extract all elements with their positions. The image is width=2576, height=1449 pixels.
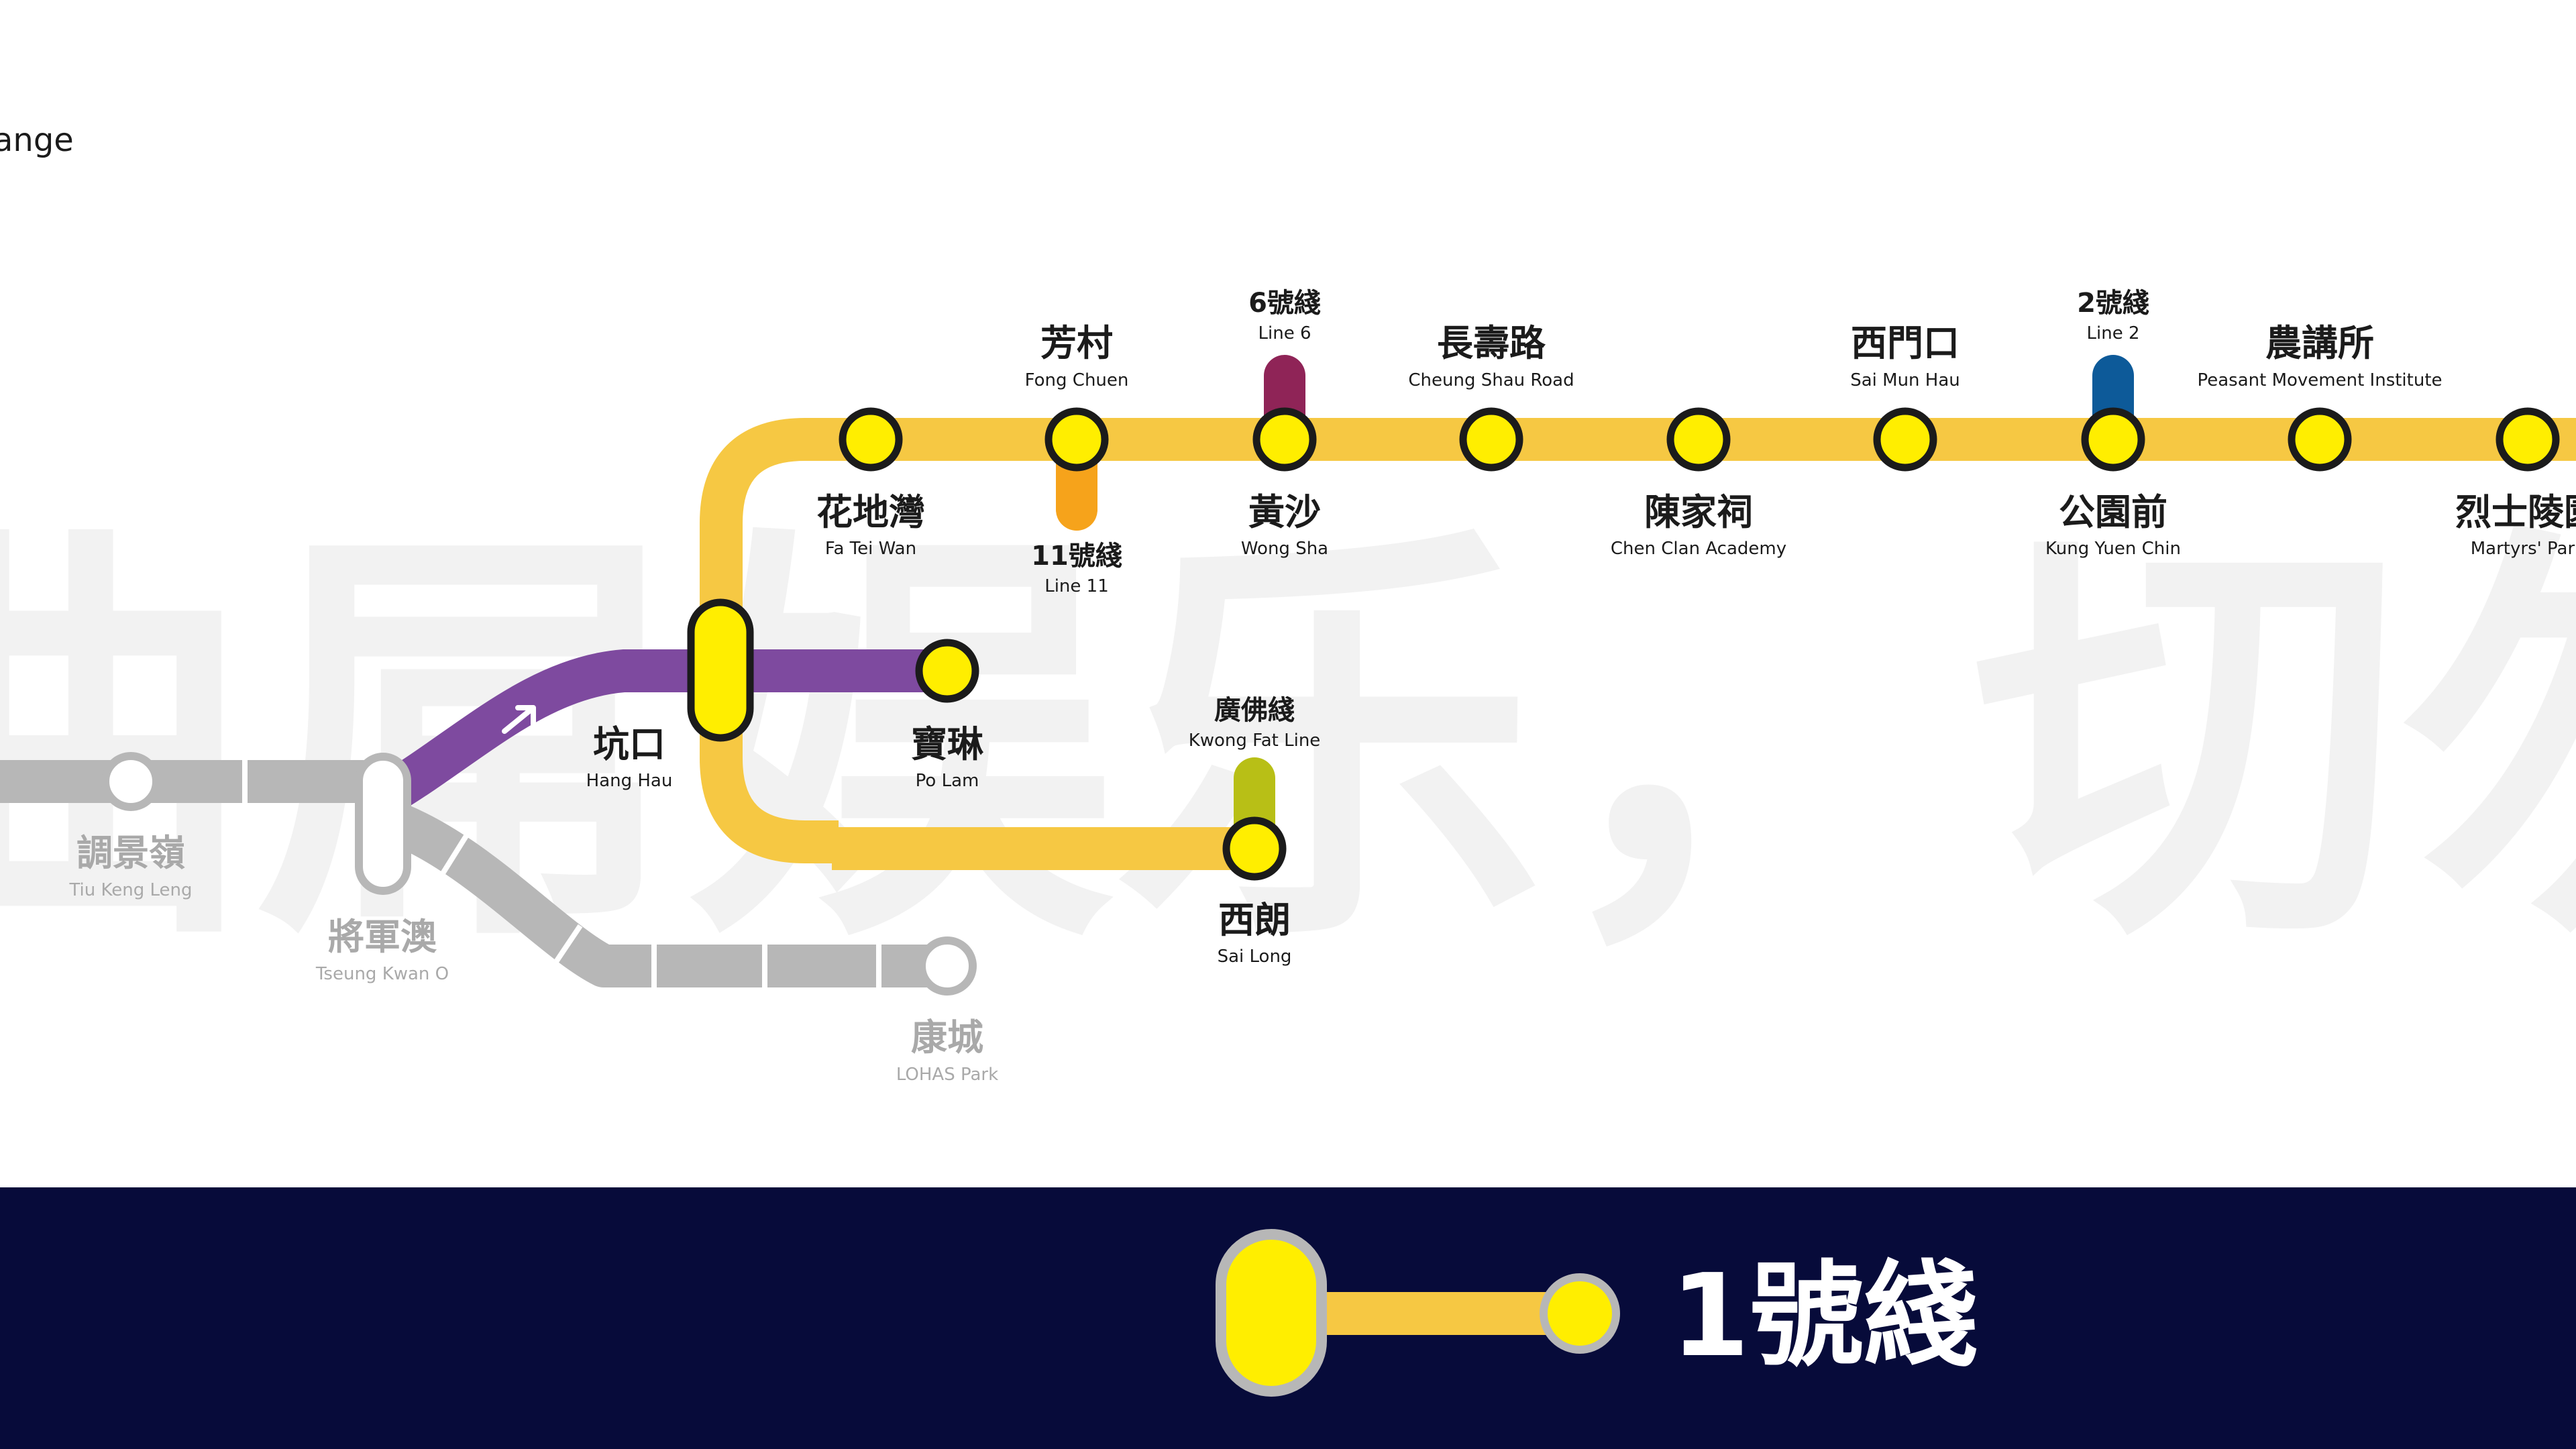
interchange-name-en: Line 2	[2087, 323, 2140, 343]
station-name-zh: 調景嶺	[76, 832, 185, 874]
interchange-name-zh: 廣佛綫	[1214, 695, 1295, 726]
station-name-en: Wong Sha	[1241, 539, 1328, 559]
station-name-en: Hang Hau	[586, 771, 673, 791]
station-labels: 芳村 Fong Chuen 6號綫 Line 6 長壽路 Cheung Shau…	[586, 288, 2576, 967]
inactive-stations	[101, 752, 977, 996]
station-name-zh: 寶琳	[911, 723, 984, 765]
station-name-zh: 坑口	[593, 723, 665, 765]
interchange-name-zh: 6號綫	[1248, 288, 1321, 319]
station-marker-martyrs-park	[2496, 407, 2560, 472]
station-marker-po-lam	[915, 639, 979, 703]
station-name-zh: 康城	[911, 1016, 983, 1059]
station-name-en: Fong Chuen	[1025, 370, 1129, 390]
station-name-zh: 花地灣	[816, 491, 925, 533]
station-marker-wong-sha	[1252, 407, 1317, 472]
legend-partial-2: ange	[0, 121, 74, 159]
station-name-en: Tiu Keng Leng	[68, 880, 192, 900]
line-name: 1號綫	[1670, 1250, 1978, 1383]
station-name-zh: 陳家祠	[1644, 491, 1753, 533]
station-marker-tseung-kwan-o	[355, 753, 411, 895]
station-name-en: Sai Long	[1218, 947, 1292, 967]
legend-partial-1: i	[0, 78, 2, 115]
station-name-en: Po Lam	[916, 771, 979, 791]
station-marker-sai-long	[1222, 816, 1287, 881]
station-name-zh: 農講所	[2265, 322, 2374, 364]
station-name-zh: 西朗	[1218, 899, 1291, 941]
interchange-name-en: Kwong Fat Line	[1189, 731, 1321, 751]
line1-stations	[687, 407, 2560, 881]
tko-line-dividers	[242, 758, 881, 989]
direction-arrow-icon	[502, 705, 536, 734]
station-marker-fa-tei-wan	[839, 407, 903, 472]
station-name-zh: 公園前	[2059, 491, 2167, 533]
station-name-en: Chen Clan Academy	[1611, 539, 1786, 559]
line-badge-graphic	[1216, 1229, 1620, 1397]
station-name-en: LOHAS Park	[896, 1065, 998, 1085]
station-name-en: Fa Tei Wan	[825, 539, 916, 559]
station-marker-fong-chuen	[1044, 407, 1109, 472]
station-name-zh: 西門口	[1851, 322, 1960, 364]
station-name-zh: 黃沙	[1248, 491, 1321, 533]
station-name-en: Peasant Movement Institute	[2197, 370, 2442, 390]
station-name-en: Kung Yuen Chin	[2045, 539, 2181, 559]
station-marker-kung-yuen-chin	[2081, 407, 2145, 472]
tko-inactive-line	[0, 760, 967, 987]
station-marker-cheung-shau-road	[1459, 407, 1523, 472]
station-marker-lohas-park	[918, 936, 977, 996]
station-name-zh: 芳村	[1040, 322, 1113, 364]
station-name-zh: 將軍澳	[328, 916, 437, 958]
po-lam-branch-line	[371, 649, 967, 813]
station-marker-tiu-keng-leng	[101, 752, 160, 811]
station-name-zh: 烈士陵園	[2455, 491, 2576, 533]
station-marker-peasant-movement	[2288, 407, 2352, 472]
interchange-name-en: Line 11	[1044, 576, 1109, 596]
station-name-en: Tseung Kwan O	[315, 964, 449, 984]
station-marker-chen-clan-academy	[1666, 407, 1731, 472]
station-name-en: Martyrs' Park	[2471, 539, 2576, 559]
interchange-name-en: Line 6	[1258, 323, 1311, 343]
interchange-name-zh: 11號綫	[1031, 541, 1122, 572]
station-name-zh: 長壽路	[1437, 322, 1546, 364]
inactive-station-labels: 調景嶺 Tiu Keng Leng 將軍澳 Tseung Kwan O 康城 L…	[68, 832, 998, 1085]
interchange-name-zh: 2號綫	[2077, 288, 2149, 319]
station-marker-hang-hau	[687, 598, 754, 742]
station-name-en: Sai Mun Hau	[1850, 370, 1960, 390]
station-marker-sai-mun-hau	[1873, 407, 1937, 472]
station-name-en: Cheung Shau Road	[1408, 370, 1574, 390]
